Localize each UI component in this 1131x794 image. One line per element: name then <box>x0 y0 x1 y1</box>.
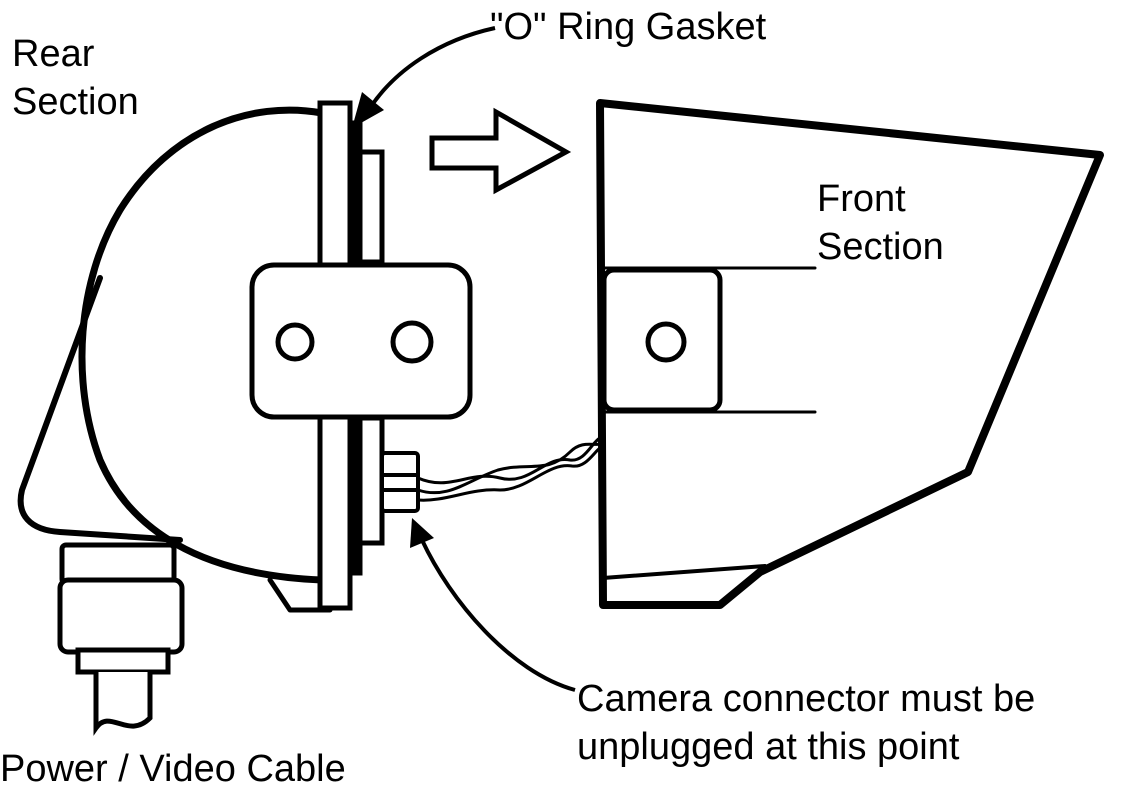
rear-section-label: Rear Section <box>12 30 139 126</box>
rear-dome-outline <box>78 106 326 584</box>
front-section-shape <box>596 99 1104 609</box>
mount-hole-right <box>390 320 434 364</box>
camera-connector-label-line2: unplugged at this point <box>577 726 960 768</box>
gasket-callout-arrow <box>352 26 496 128</box>
rear-mount-block <box>249 262 473 420</box>
power-video-cable-label: Power / Video Cable <box>0 748 346 790</box>
inner-flange-plate-lower <box>357 415 385 546</box>
connector-wire <box>417 436 601 502</box>
gland-base <box>75 647 171 675</box>
camera-connector <box>380 451 420 513</box>
mount-hole-left <box>275 322 315 362</box>
camera-connector-label: Camera connector must be unplugged at th… <box>577 675 1035 771</box>
connector-arrowhead-icon <box>410 518 434 548</box>
cable-gland <box>57 542 185 736</box>
separate-direction-arrow-icon <box>429 107 572 195</box>
rear-section-label-line2: Section <box>12 81 139 123</box>
inner-flange-plate <box>357 149 385 265</box>
mount-block-body <box>249 262 473 420</box>
front-mount-hole <box>645 321 687 363</box>
front-housing-outline <box>596 99 1104 609</box>
gland-nut-upper <box>59 542 177 586</box>
front-mount-tab <box>601 267 723 413</box>
power-video-cable <box>93 672 153 736</box>
front-section-label: Front Section <box>817 175 944 271</box>
front-section-label-line2: Section <box>817 226 944 268</box>
rear-section-shape <box>17 106 333 613</box>
gland-nut-lower <box>57 577 185 655</box>
o-ring-gasket-label: "O" Ring Gasket <box>490 6 767 48</box>
rear-lower-lip <box>267 577 333 613</box>
camera-connector-label-line1: Camera connector must be <box>577 678 1036 720</box>
rear-mount-bracket <box>17 275 183 543</box>
connector-callout-arrow <box>410 518 576 692</box>
rear-section-label-line1: Rear <box>12 33 95 75</box>
front-lower-line <box>601 564 767 580</box>
gasket-arrowhead-icon <box>352 92 384 128</box>
connector-plug <box>380 451 420 513</box>
front-section-label-line1: Front <box>817 178 906 220</box>
